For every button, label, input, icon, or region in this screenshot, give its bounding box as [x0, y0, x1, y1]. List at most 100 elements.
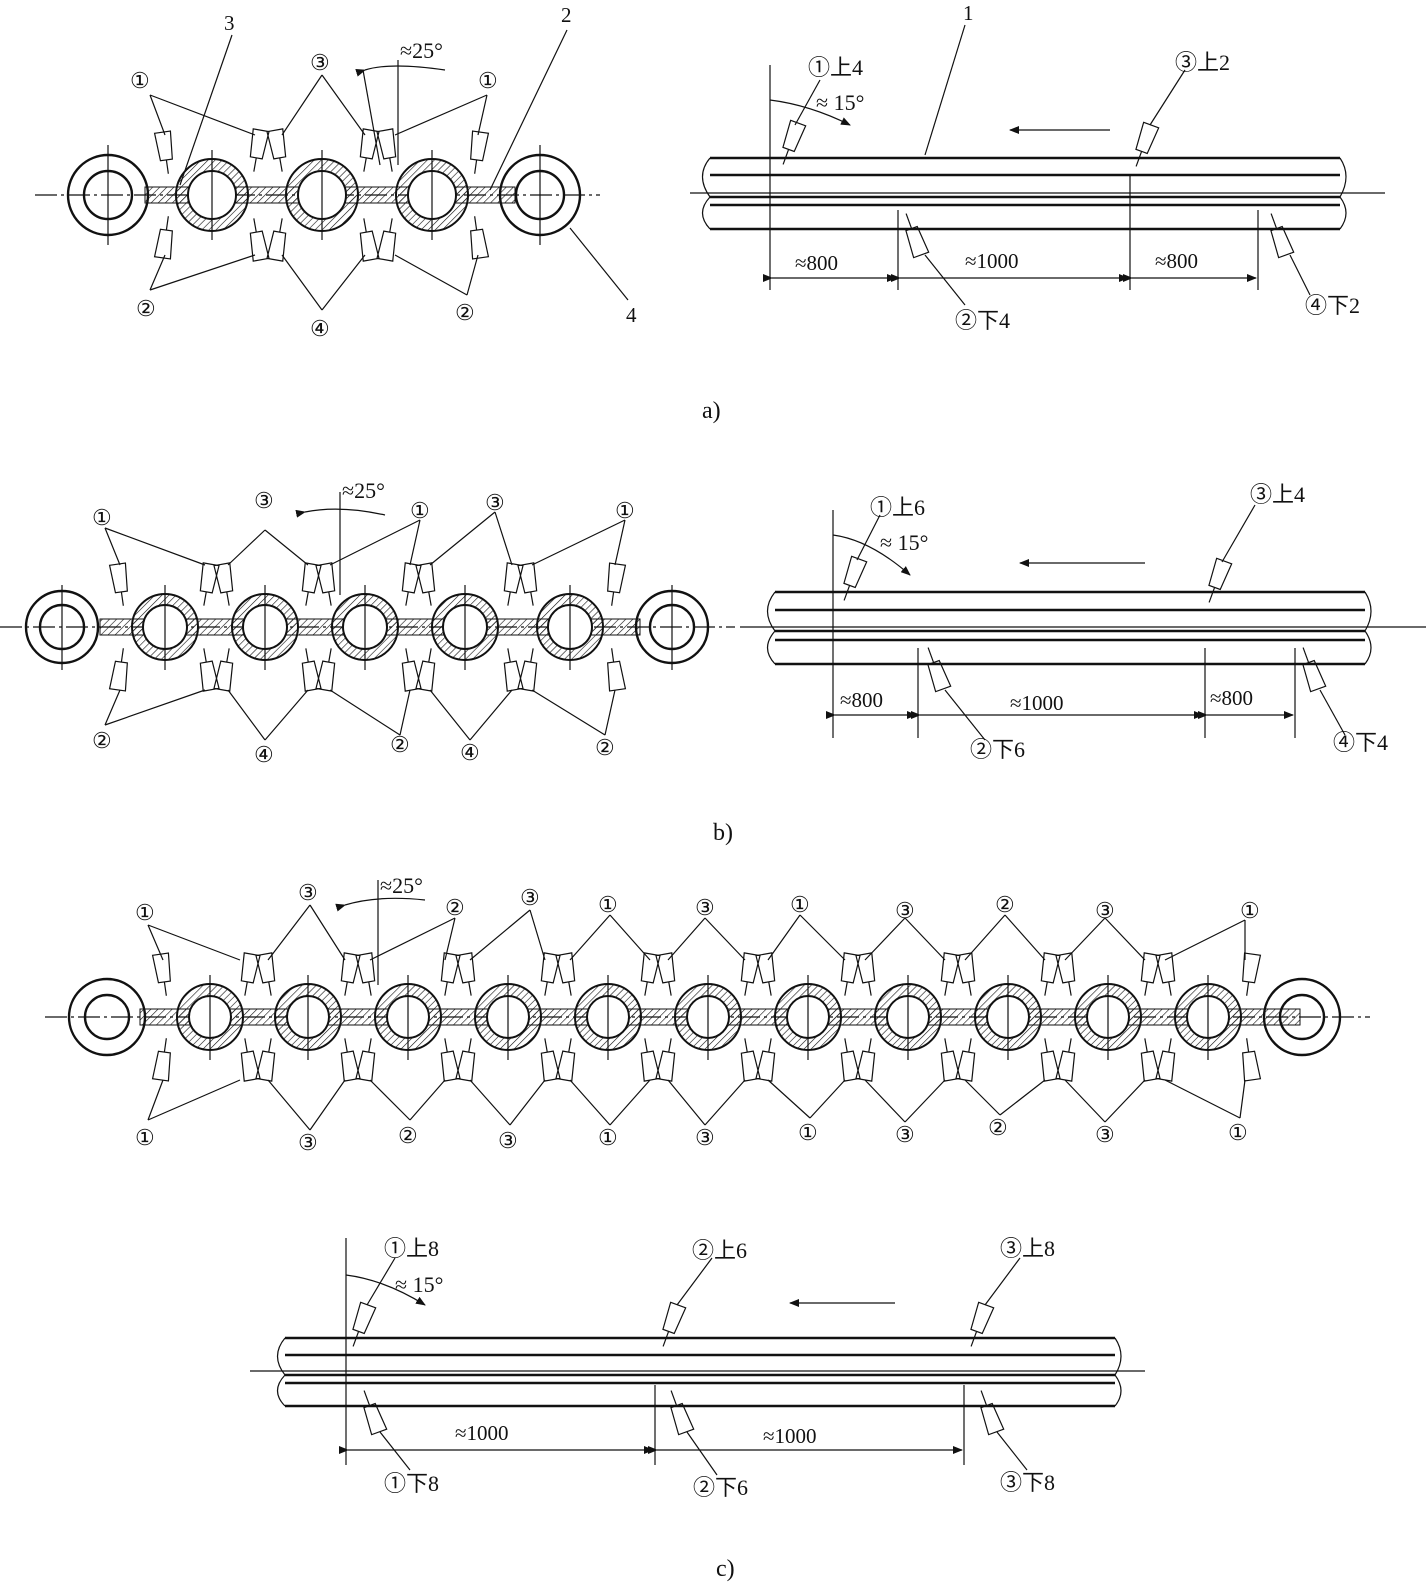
dimension-label: ≈1000: [965, 249, 1019, 273]
torch-label: ③上4: [1250, 482, 1305, 507]
torch-icon: [555, 1038, 576, 1082]
torch-label: ②上6: [692, 1238, 747, 1263]
torch-icon: [415, 562, 436, 606]
part-number: 4: [626, 303, 637, 327]
torch-icon: [1055, 952, 1076, 996]
torch-marker: ①: [598, 892, 618, 917]
torch-label: ③上2: [1175, 50, 1230, 75]
part-number: 1: [963, 1, 974, 25]
torch-icon: [517, 562, 538, 606]
torch-marker: ②: [390, 732, 410, 757]
dimension-label: ≈1000: [763, 1424, 817, 1448]
torch-icon: [940, 952, 961, 996]
torch-marker: ④: [460, 740, 480, 765]
torch-marker: ③: [1095, 898, 1115, 923]
torch-icon: [440, 952, 461, 996]
torch-icon: [359, 128, 380, 172]
end-ring-right: [1262, 977, 1342, 1057]
torch-label: ②下6: [970, 737, 1025, 762]
dimension-label: ≈800: [840, 688, 883, 712]
torch-icon: [355, 952, 376, 996]
torch-marker: ①: [410, 498, 430, 523]
torch-icon: [340, 1038, 361, 1082]
torch-icon: [655, 952, 676, 996]
torch-marker: ④: [254, 742, 274, 767]
torch-marker: ③: [310, 50, 330, 75]
end-ring-left: [67, 977, 147, 1057]
torch-icon: [927, 647, 952, 693]
tube-11: [1174, 975, 1242, 1060]
tube-2: [274, 975, 342, 1060]
torch-icon: [266, 218, 287, 262]
torch-icon: [843, 555, 868, 601]
tube-6: [674, 975, 742, 1060]
torch-icon: [352, 1301, 377, 1347]
torch-marker: ③: [1095, 1122, 1115, 1147]
torch-icon: [1242, 1038, 1262, 1082]
panel-b-cross-section: ≈25° ① ③ ① ③ ① ② ④ ② ④ ②: [0, 478, 735, 767]
dimension-label: ≈800: [795, 251, 838, 275]
torch-marker: ②: [445, 895, 465, 920]
torch-icon: [1302, 647, 1327, 693]
panel-b-side-view: ①上6 ③上4 ②下6 ④下4 ≈ 15° ≈800 ≈1000 ≈800: [740, 482, 1426, 762]
torch-icon: [153, 216, 173, 260]
torch-marker: ①: [615, 498, 635, 523]
torch-icon: [855, 952, 876, 996]
torch-icon: [1135, 121, 1160, 167]
torch-icon: [108, 648, 128, 692]
torch-label: ①上6: [870, 495, 925, 520]
torch-marker: ③: [520, 885, 540, 910]
torch-icon: [1270, 213, 1295, 259]
angle-label: ≈ 15°: [816, 90, 864, 115]
torch-icon: [840, 1038, 861, 1082]
torch-icon: [240, 952, 261, 996]
torch-marker: ①: [92, 505, 112, 530]
part-number: 3: [224, 11, 235, 35]
torch-icon: [955, 1038, 976, 1082]
torch-icon: [503, 648, 524, 692]
torch-icon: [740, 1038, 761, 1082]
torch-icon: [1155, 1038, 1176, 1082]
torch-marker: ③: [298, 880, 318, 905]
dimension-label: ≈1000: [1010, 691, 1064, 715]
caption-b: b): [713, 820, 733, 846]
tube-5: [574, 975, 642, 1060]
torch-marker: ②: [988, 1115, 1008, 1140]
torch-icon: [740, 952, 761, 996]
torch-icon: [415, 648, 436, 692]
torch-label: ④下2: [1305, 293, 1360, 318]
torch-marker: ④: [310, 316, 330, 341]
torch-icon: [249, 218, 270, 262]
torch-marker: ②: [92, 728, 112, 753]
tube-7: [774, 975, 842, 1060]
torch-label: ②下4: [955, 308, 1010, 333]
torch-marker: ①: [478, 68, 498, 93]
torch-marker: ①: [1228, 1120, 1248, 1145]
dimension-label: ≈800: [1155, 249, 1198, 273]
torch-icon: [1040, 952, 1061, 996]
torch-icon: [905, 213, 930, 259]
torch-label: ③下8: [1000, 1470, 1055, 1495]
torch-marker: ②: [136, 296, 156, 321]
torch-icon: [1140, 952, 1161, 996]
torch-icon: [376, 218, 397, 262]
torch-icon: [540, 1038, 561, 1082]
tube-8: [874, 975, 942, 1060]
torch-marker: ②: [455, 300, 475, 325]
torch-marker: ③: [498, 1128, 518, 1153]
torch-icon: [355, 1038, 376, 1082]
torch-icon: [782, 119, 807, 165]
torch-icon: [455, 1038, 476, 1082]
torch-label: ③上8: [1000, 1236, 1055, 1261]
torch-label: ①下8: [384, 1471, 439, 1496]
torch-icon: [640, 952, 661, 996]
angle-label: ≈25°: [380, 873, 423, 898]
torch-icon: [1155, 952, 1176, 996]
torch-marker: ①: [135, 900, 155, 925]
tube-1: [176, 975, 244, 1060]
torch-marker: ①: [790, 892, 810, 917]
torch-marker: ③: [695, 1125, 715, 1150]
torch-marker: ③: [695, 895, 715, 920]
part-number: 2: [561, 3, 572, 27]
torch-icon: [1242, 952, 1262, 996]
